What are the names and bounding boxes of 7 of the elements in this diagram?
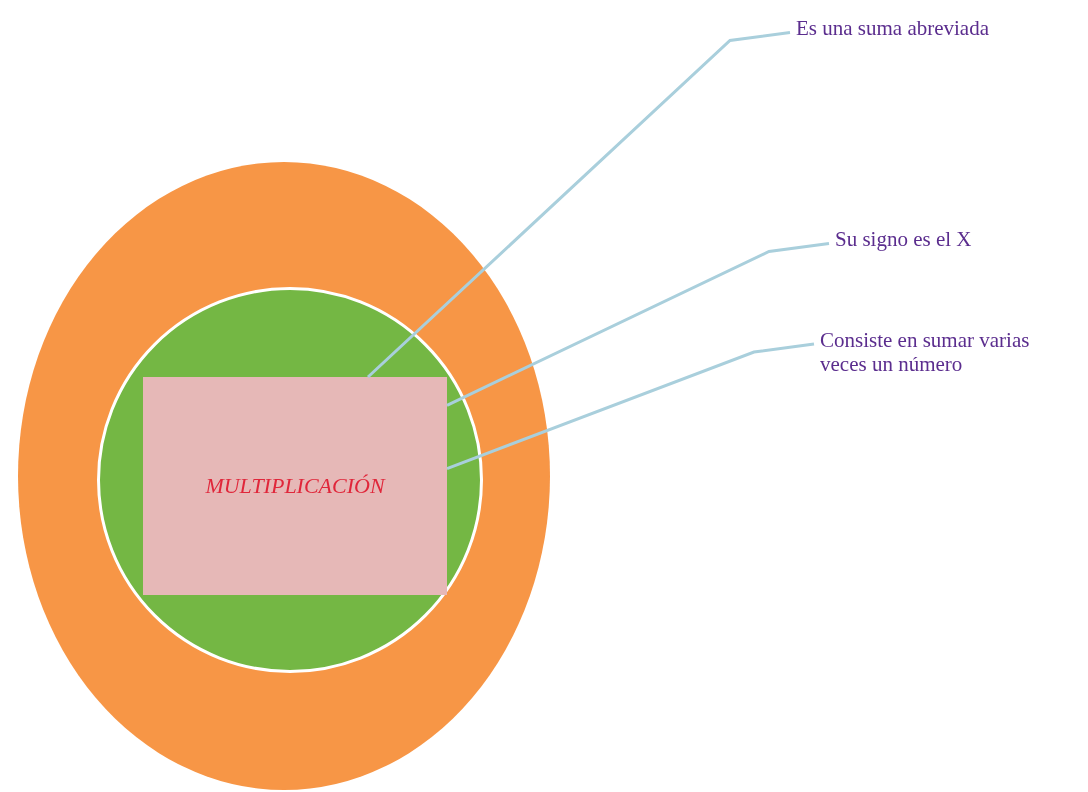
leader-line (446, 242, 830, 407)
note-text: Consiste en sumar varias veces un número (820, 328, 1055, 408)
leader-line (366, 31, 791, 379)
note-text: Es una suma abreviada (796, 16, 1086, 46)
leader-line (446, 342, 815, 470)
concept-box: MULTIPLICACIÓN (143, 377, 447, 595)
note-text: Su signo es el X (835, 227, 1065, 257)
